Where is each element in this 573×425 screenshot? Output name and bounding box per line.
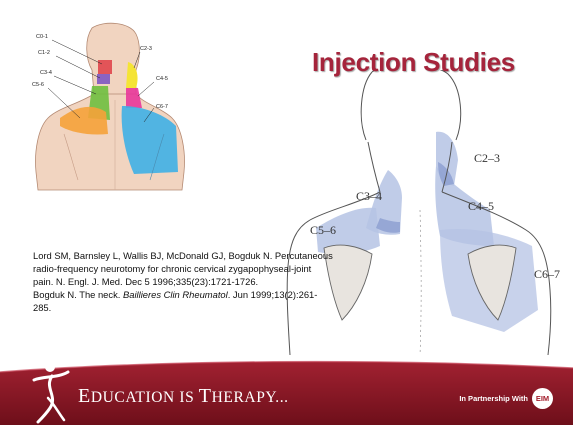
eim-logo: EIM: [532, 388, 553, 409]
slogan-cap-t: T: [199, 385, 212, 407]
footer-slogan: EDUCATION IS THERAPY...: [78, 385, 289, 408]
label-large-c2-3: C2–3: [474, 151, 500, 165]
reference-2-authors: Bogduk N. The neck.: [33, 289, 123, 300]
slogan-part-2: HERAPY...: [212, 389, 289, 406]
cervical-referral-diagram-small: C0-1 C1-2 C3-4 C5-6 C2-3 C4-5 C6-7: [30, 22, 190, 192]
label-c5-6: C5-6: [32, 82, 44, 88]
label-c0-1: C0-1: [36, 34, 48, 40]
label-large-c5-6: C5–6: [310, 223, 336, 237]
reference-2-journal: Baillieres Clin Rheumatol: [123, 289, 228, 300]
label-c1-2: C1-2: [38, 50, 50, 56]
reference-1: Lord SM, Barnsley L, Wallis BJ, McDonald…: [33, 249, 333, 288]
slogan-part-1: DUCATION IS: [91, 389, 199, 406]
zone-c0-1: [98, 60, 112, 74]
label-large-c4-5: C4–5: [468, 199, 494, 213]
partner-badge: In Partnership With EIM: [459, 388, 553, 409]
zone-c4-5: [126, 88, 142, 108]
partner-text: In Partnership With: [459, 394, 528, 403]
slide-title: Injection Studies: [312, 47, 562, 78]
label-c4-5: C4-5: [156, 76, 168, 82]
footer-banner: EDUCATION IS THERAPY... In Partnership W…: [0, 354, 573, 425]
label-large-c6-7: C6–7: [534, 267, 560, 281]
label-c3-4: C3-4: [40, 70, 52, 76]
label-c2-3: C2-3: [140, 46, 152, 52]
label-large-c3-4: C3–4: [356, 189, 382, 203]
zone-c1-2: [97, 74, 110, 84]
reference-2: Bogduk N. The neck. Baillieres Clin Rheu…: [33, 288, 333, 314]
head-outline-large: [372, 70, 461, 140]
figure-logo-icon: [24, 358, 74, 424]
slogan-cap-e: E: [78, 385, 91, 407]
label-c6-7: C6-7: [156, 104, 168, 110]
references: Lord SM, Barnsley L, Wallis BJ, McDonald…: [33, 249, 333, 314]
